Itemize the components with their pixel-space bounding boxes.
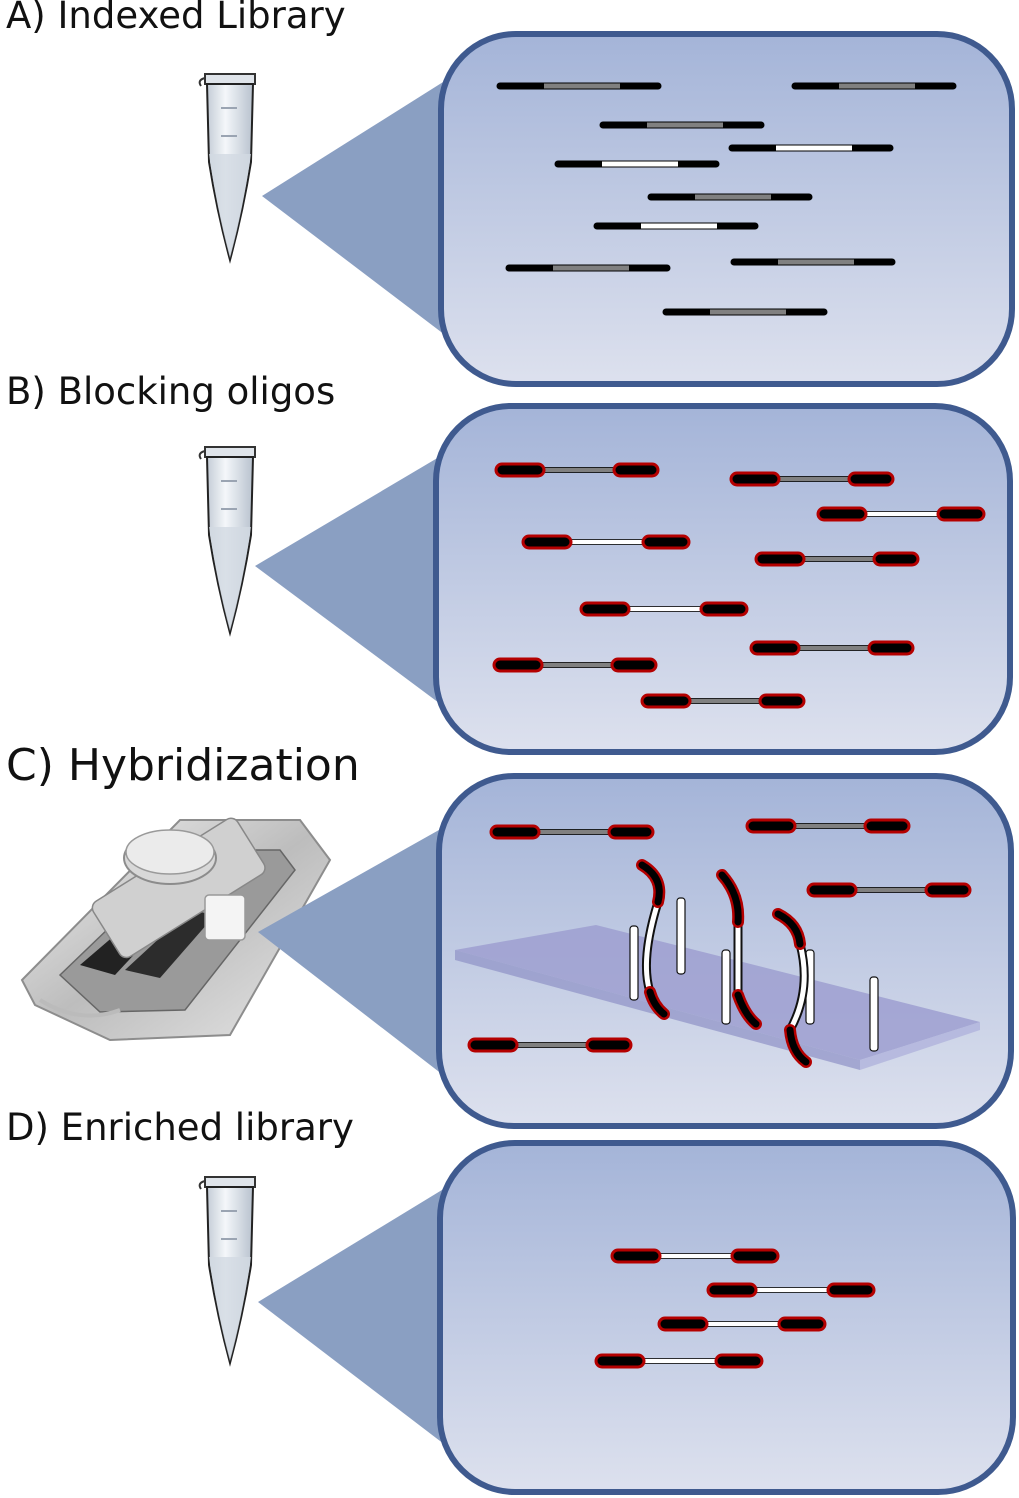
microcentrifuge-tube-icon	[198, 1176, 256, 1364]
dna-fragment-target	[732, 146, 890, 151]
panel-b	[198, 403, 1013, 755]
panel-c-title: C) Hybridization	[6, 740, 360, 791]
dna-fragment	[734, 260, 892, 265]
dna-fragment-target	[597, 224, 755, 229]
callout-wedge	[262, 60, 478, 360]
panel-b-title: B) Blocking oligos	[6, 370, 336, 413]
panel-a-title: A) Indexed Library	[6, 0, 346, 37]
microcentrifuge-tube-icon	[198, 73, 256, 261]
dna-fragment	[509, 266, 667, 271]
hybridized-fragments	[636, 859, 812, 1068]
capture-probes	[629, 897, 879, 1052]
panel-d	[198, 1140, 1016, 1495]
dna-fragment	[795, 84, 953, 89]
dna-fragment-target	[558, 162, 716, 167]
dna-fragment	[500, 84, 658, 89]
callout-wedge	[255, 434, 478, 732]
panel-d-title: D) Enriched library	[6, 1106, 354, 1149]
callout-wedge	[258, 1168, 478, 1470]
microcentrifuge-tube-icon	[198, 446, 256, 634]
library-bubble	[438, 31, 1015, 387]
callout-wedge	[258, 808, 478, 1102]
enriched-bubble	[437, 1140, 1016, 1495]
dna-fragment	[651, 195, 809, 200]
dna-fragment	[603, 123, 761, 128]
hybridization-chamber-icon	[20, 817, 332, 1042]
panel-a	[198, 31, 1015, 387]
dna-fragment	[666, 310, 824, 315]
panel-c	[20, 773, 1014, 1129]
